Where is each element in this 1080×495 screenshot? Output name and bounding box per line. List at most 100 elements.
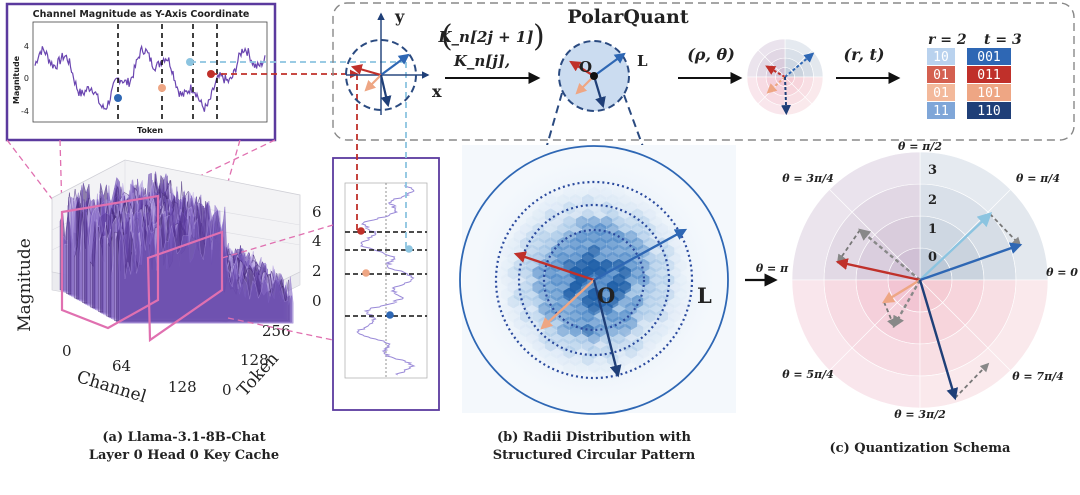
- hex-cell: [674, 302, 687, 316]
- inset-axes: [32, 21, 268, 123]
- r-code-cell: [927, 102, 955, 119]
- hex-cell: [532, 338, 545, 352]
- inset-title: Channel Magnitude as Y-Axis Coordinate: [33, 9, 250, 20]
- hex-cell: [656, 222, 669, 237]
- hex-cell: [644, 309, 656, 323]
- surface-xtick: 128: [168, 378, 197, 396]
- surface-ztick: 6: [312, 203, 322, 221]
- hex-cell: [674, 258, 687, 273]
- hex-cell: [619, 338, 631, 352]
- hex-cell: [520, 266, 532, 280]
- polarquant-panel: PolarQuant y x ( K_n[2j + 1] K_n[j], ): [332, 2, 1075, 141]
- hex-cell: [662, 287, 675, 302]
- t-code: 011: [977, 68, 1000, 83]
- r-code-cell: [927, 48, 955, 65]
- r-code: 10: [933, 50, 949, 65]
- r-code: 11: [933, 104, 949, 119]
- hex-cell: [520, 323, 532, 338]
- hex-cell: [600, 201, 613, 215]
- hex-cell: [637, 316, 650, 330]
- hex-cell: [650, 215, 662, 230]
- hex-cell: [650, 273, 662, 287]
- angle-label: θ = 0: [1046, 266, 1078, 279]
- hex-cell: [538, 201, 551, 215]
- hex-cell: [513, 316, 526, 330]
- hex-cell: [650, 201, 662, 215]
- slice-frame: [60, 194, 160, 330]
- hex-cell: [495, 266, 507, 280]
- hex-cell: [550, 330, 563, 345]
- hex-cell: [582, 323, 594, 338]
- hex-cell: [526, 287, 538, 302]
- hex-cell: [625, 215, 638, 230]
- hex-cell: [668, 266, 681, 280]
- hex-cell: [532, 208, 545, 222]
- schema-guide: [989, 213, 1022, 247]
- r-code-cell: [927, 84, 955, 101]
- hex-cell: [594, 208, 607, 222]
- hex-cell: [513, 330, 526, 345]
- surface-ytick: 256: [262, 322, 291, 340]
- hex-cell: [606, 323, 619, 338]
- surface-spikes: [59, 171, 294, 324]
- hex-cell: [550, 316, 563, 330]
- hex-cell: [582, 194, 594, 208]
- quantization-schema: [791, 151, 1049, 409]
- polar-coords: (ρ, θ): [687, 45, 735, 64]
- inset-frame: [5, 2, 277, 142]
- hex-cell: [625, 330, 638, 345]
- hex-cell: [550, 201, 563, 215]
- inset-ylabel: Magnitude: [12, 55, 21, 104]
- hex-cell: [526, 244, 538, 258]
- mini-wheel-arrow: [766, 76, 786, 94]
- angle-label: θ = π/4: [1016, 172, 1060, 185]
- hex-cell: [600, 186, 613, 201]
- hex-cell: [575, 186, 588, 201]
- slice-wave: [356, 184, 416, 376]
- hex-cell: [656, 309, 669, 323]
- schema-cell: [987, 279, 1049, 371]
- axis-y-label: y: [394, 7, 405, 26]
- hex-cell: [619, 352, 631, 366]
- hex-cell: [513, 302, 526, 316]
- hex-cell: [507, 237, 520, 251]
- slice-point-blue: [386, 311, 394, 319]
- cartesian-vector-circle: y x: [345, 7, 442, 115]
- schema-vector: [892, 279, 922, 329]
- radii-origin-label: O: [597, 283, 615, 308]
- hex-cell: [637, 345, 650, 359]
- slice-point-peach: [362, 269, 370, 277]
- schema-vector: [858, 228, 921, 281]
- caption-a-line1: (a) Llama-3.1-8B-Chat: [102, 430, 265, 445]
- schema-vector: [918, 279, 959, 401]
- surface-ytick: 0: [222, 381, 232, 399]
- hex-cell: [594, 323, 607, 338]
- hex-cell: [674, 273, 687, 287]
- t-code-cell: [967, 48, 1011, 65]
- mini-wheel-cell: [804, 76, 824, 105]
- ring-label: 2: [928, 193, 937, 208]
- hex-cell: [563, 215, 576, 230]
- hex-cell: [557, 338, 569, 352]
- ring-label: 3: [928, 163, 937, 178]
- hex-cell: [588, 330, 600, 345]
- inset-point-blue: [114, 94, 122, 102]
- hex-cell: [550, 345, 563, 359]
- hex-cell: [612, 186, 625, 201]
- dotted-ring: [517, 203, 671, 357]
- mini-wheel-arrow: [784, 52, 815, 78]
- hex-cell: [631, 338, 644, 352]
- angle-label: θ = 3π/2: [894, 408, 946, 421]
- slice-plot: [332, 157, 440, 411]
- schema-labels: 3 2 1 0 θ = π/2 θ = π/4 θ = 3π/4 θ = π θ…: [756, 140, 1078, 421]
- svg-text:(: (: [441, 19, 453, 54]
- hex-cell: [557, 352, 569, 366]
- quant-coords: (r, t): [844, 45, 885, 64]
- surface-xtick: 0: [62, 342, 72, 360]
- hex-cell: [526, 215, 538, 230]
- polarquant-title: PolarQuant: [567, 6, 688, 28]
- hex-cell: [563, 186, 576, 201]
- dotted-ring: [494, 180, 694, 380]
- hex-cell: [501, 244, 514, 258]
